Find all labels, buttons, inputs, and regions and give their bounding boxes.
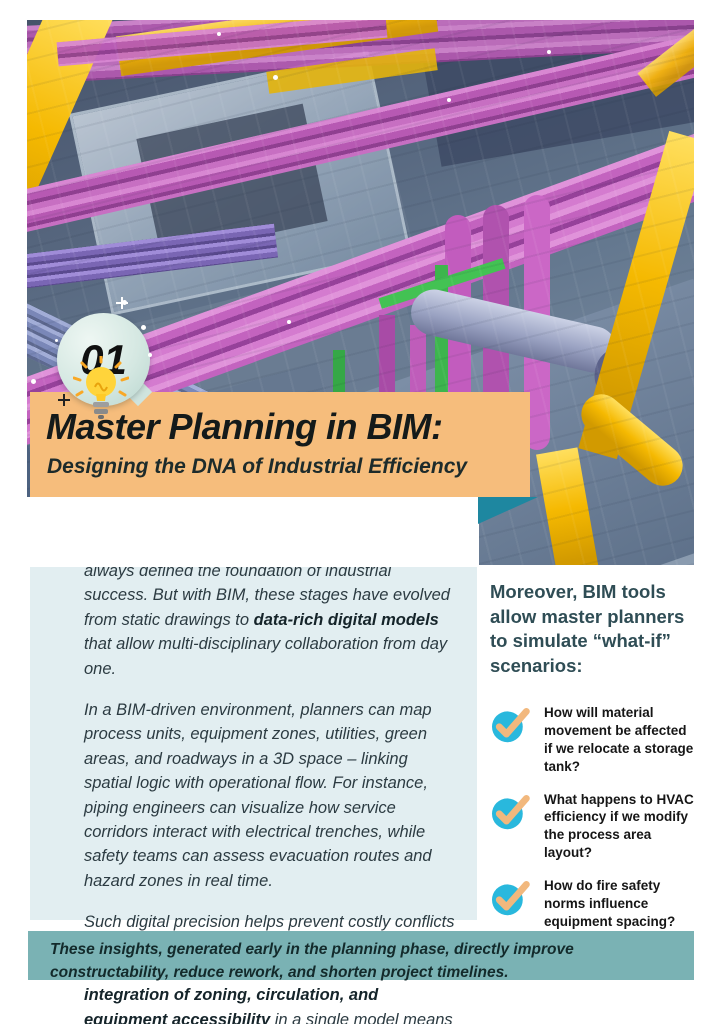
check-item-text: What happens to HVAC efficiency if we mo… — [544, 791, 694, 861]
check-list-item: What happens to HVAC efficiency if we mo… — [490, 791, 698, 862]
footer-note: These insights, generated early in the p… — [28, 931, 694, 981]
quote-bold-run: data-rich digital models — [253, 610, 439, 629]
check-list-item: How do fire safety norms influence equip… — [490, 877, 698, 930]
sparkle-dot — [287, 320, 291, 324]
sparkle-dot — [447, 98, 451, 102]
sparkle-dot — [547, 50, 551, 54]
lightbulb-icon — [73, 356, 129, 419]
sparkle-dot — [31, 379, 36, 384]
check-icon — [492, 794, 530, 829]
quote-text-run: that allow multi-disciplinary collaborat… — [84, 635, 448, 678]
check-icon — [492, 880, 530, 916]
plant-3d-render-image — [27, 20, 694, 565]
check-icon — [492, 708, 530, 743]
page-title: Master Planning in BIM: — [46, 406, 443, 447]
quote-panel: “ Plant layout and master planning have … — [30, 461, 477, 1024]
sparkle-dot — [273, 75, 278, 80]
check-list-item: How will material movement be affected i… — [490, 704, 698, 775]
quote-text-run: in a single model means every stakeholde… — [274, 1010, 453, 1024]
plus-sparkle-icon — [116, 297, 128, 309]
page-subtitle: Designing the DNA of Industrial Efficien… — [47, 455, 468, 478]
plus-sparkle-icon — [58, 394, 70, 406]
sparkle-dot — [55, 339, 58, 342]
sparkle-dot — [217, 32, 221, 36]
sparkle-dot — [141, 325, 146, 330]
check-item-text: How will material movement be affected i… — [544, 705, 694, 774]
title-banner: Master Planning in BIM: Designing the DN… — [30, 392, 530, 497]
what-if-sidebar: Moreover, BIM tools allow master planner… — [490, 580, 698, 945]
footer-text: These insights, generated early in the p… — [50, 941, 574, 982]
sidebar-heading: Moreover, BIM tools allow master planner… — [490, 581, 685, 676]
sparkle-dot — [148, 353, 152, 357]
white-spacer — [0, 497, 479, 567]
check-item-text: How do fire safety norms influence equip… — [544, 877, 676, 929]
quote-paragraph-2: In a BIM-driven environment, planners ca… — [84, 700, 432, 890]
